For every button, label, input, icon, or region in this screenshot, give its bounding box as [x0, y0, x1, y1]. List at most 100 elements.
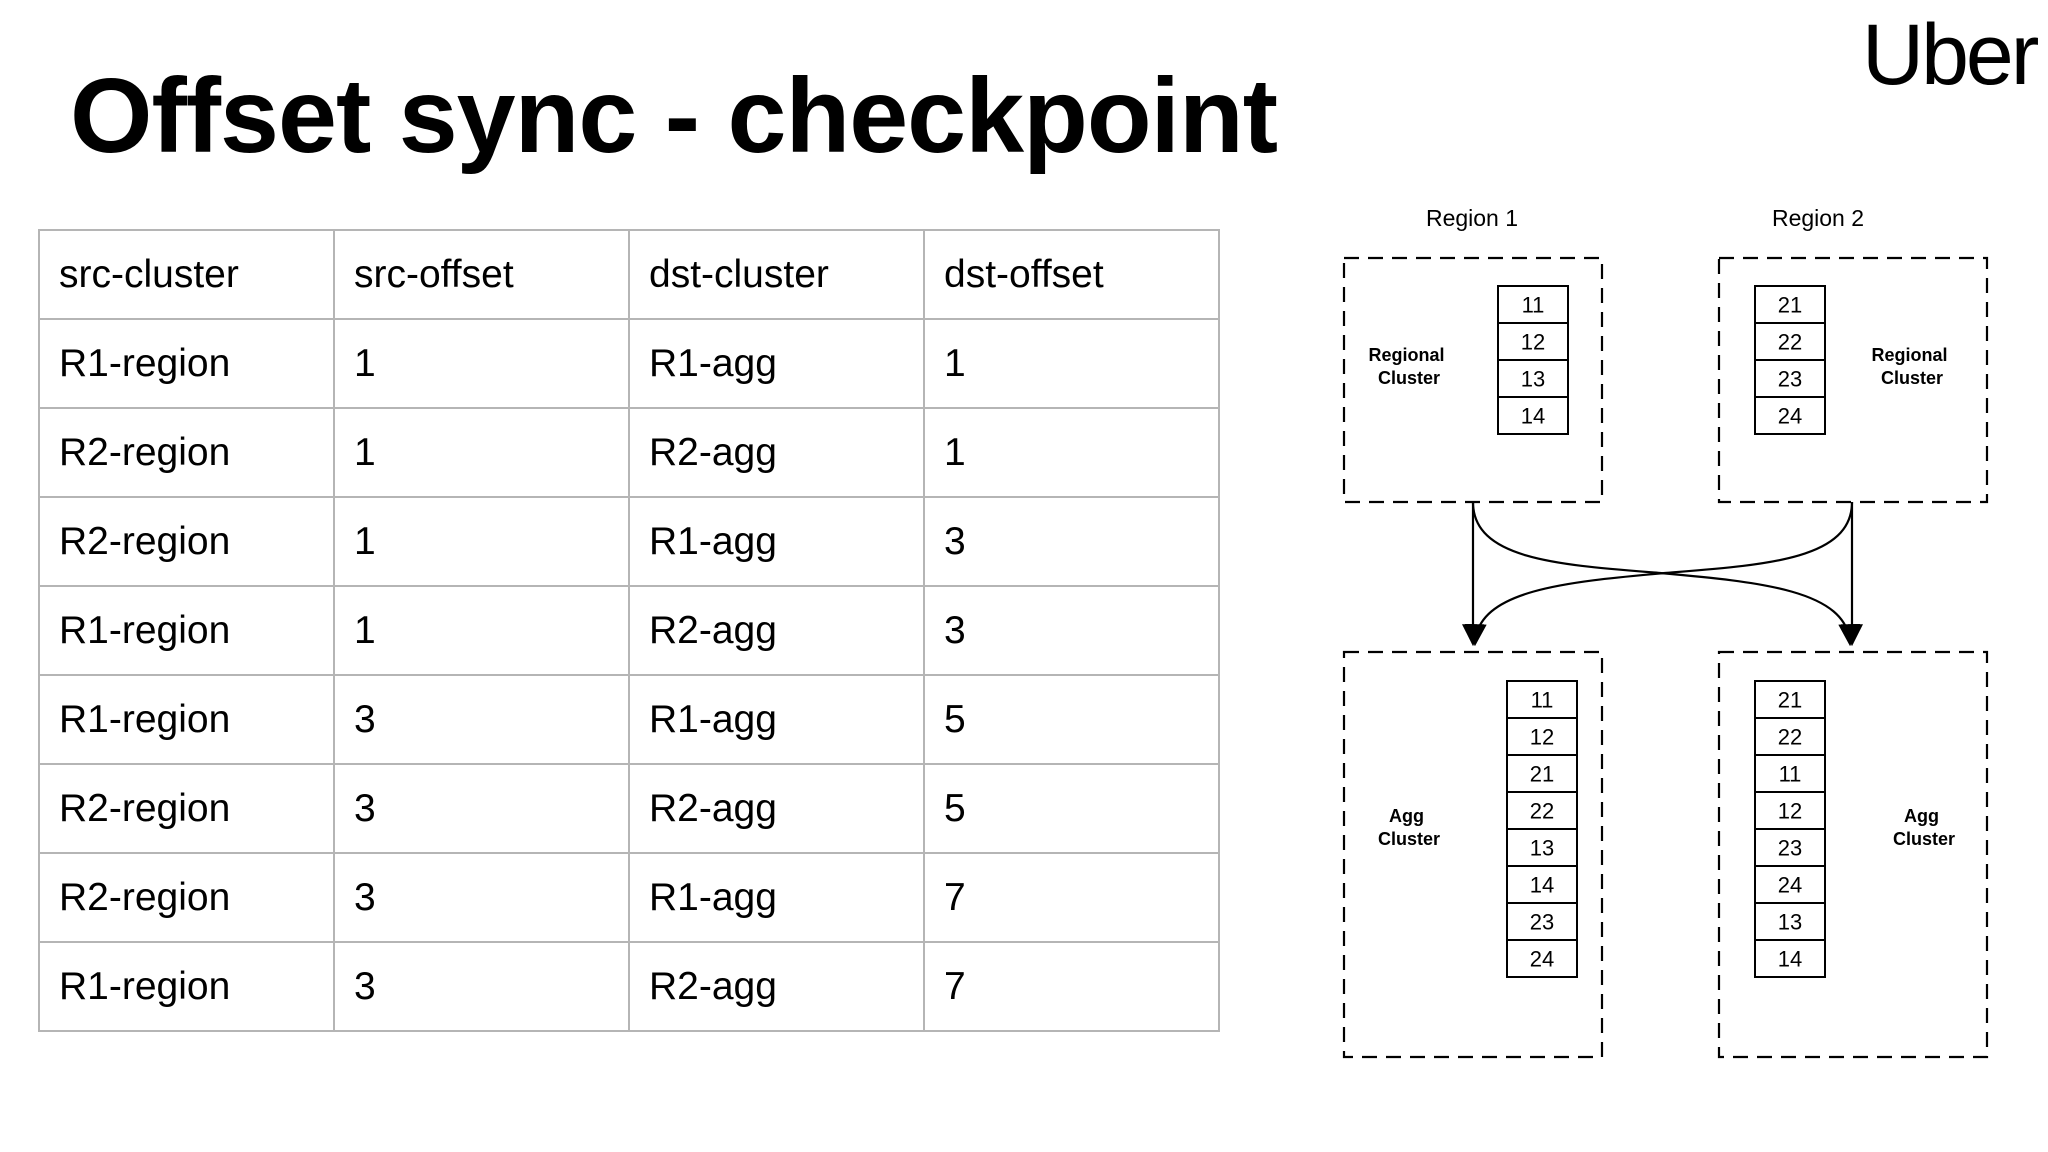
region-2-agg-cluster-box — [1717, 650, 1989, 1059]
cell-src-cluster: R1-region — [38, 585, 335, 676]
region-1-regional-partition-stack: 11 12 13 14 — [1497, 285, 1569, 435]
region-1-agg-cluster-label: Agg Cluster — [1378, 806, 1440, 849]
cell-dst-cluster: R1-agg — [628, 318, 925, 409]
partition-cell — [1754, 396, 1826, 435]
cell-dst-offset: 5 — [923, 674, 1220, 765]
region-2-agg-cluster-label: Agg Cluster — [1893, 806, 1955, 849]
partition-label: 12 — [1521, 330, 1545, 355]
partition-cell — [1506, 902, 1578, 941]
region-1-regional-cluster-label: Regional Cluster — [1368, 345, 1449, 388]
region-2-regional-cluster-label-line2: Cluster — [1881, 368, 1943, 388]
cell-dst-offset: 7 — [923, 941, 1220, 1032]
cell-dst-cluster: R2-agg — [628, 585, 925, 676]
cell-dst-offset: 7 — [923, 852, 1220, 943]
offset-sync-table: src-cluster src-offset dst-cluster dst-o… — [38, 229, 1220, 1032]
cell-src-cluster: R2-region — [38, 496, 335, 587]
cell-src-offset: 1 — [333, 407, 630, 498]
partition-label: 21 — [1530, 762, 1554, 787]
cell-dst-cluster: R1-agg — [628, 496, 925, 587]
region-1-agg-partition-stack: 11 12 21 22 13 14 23 24 — [1506, 680, 1578, 978]
cell-src-offset: 1 — [333, 585, 630, 676]
partition-label: 23 — [1778, 836, 1802, 861]
cell-dst-cluster: R2-agg — [628, 763, 925, 854]
table-row: R1-region 1 R1-agg 1 — [38, 318, 1220, 409]
partition-label: 14 — [1521, 404, 1545, 429]
cell-src-offset: 1 — [333, 318, 630, 409]
region-1-agg-cluster-label-line2: Cluster — [1378, 829, 1440, 849]
partition-cell — [1754, 754, 1826, 793]
partition-cell — [1506, 939, 1578, 978]
uber-logo: Uber — [1862, 7, 2039, 103]
partition-cell — [1754, 865, 1826, 904]
partition-label: 11 — [1531, 688, 1554, 713]
cell-src-cluster: R2-region — [38, 852, 335, 943]
partition-label: 21 — [1778, 293, 1802, 318]
region-2-regional-cluster-box — [1717, 256, 1989, 504]
slide-title: Offset sync - checkpoint — [70, 57, 1278, 175]
region-1-regional-cluster-label-line1: Regional — [1368, 345, 1444, 365]
partition-cell — [1754, 902, 1826, 941]
partition-label: 11 — [1522, 293, 1545, 318]
table-row: R2-region 1 R1-agg 3 — [38, 496, 1220, 587]
region-1-label: Region 1 — [1426, 205, 1518, 231]
partition-cell — [1754, 285, 1826, 324]
partition-label: 22 — [1530, 799, 1554, 824]
partition-label: 11 — [1779, 762, 1802, 787]
partition-label: 13 — [1521, 367, 1545, 392]
header-dst-offset: dst-offset — [923, 229, 1220, 320]
partition-cell — [1754, 939, 1826, 978]
header-src-offset: src-offset — [333, 229, 630, 320]
table-row: R1-region 3 R1-agg 5 — [38, 674, 1220, 765]
cell-src-offset: 1 — [333, 496, 630, 587]
region-1-regional-cluster-label-line2: Cluster — [1378, 368, 1440, 388]
partition-label: 24 — [1530, 947, 1554, 972]
partition-label: 24 — [1778, 404, 1802, 429]
partition-cell — [1497, 396, 1569, 435]
header-src-cluster: src-cluster — [38, 229, 335, 320]
region-2-label: Region 2 — [1772, 205, 1864, 231]
table-row: R2-region 3 R1-agg 7 — [38, 852, 1220, 943]
partition-label: 12 — [1530, 725, 1554, 750]
cell-dst-cluster: R2-agg — [628, 407, 925, 498]
region-2-agg-cluster-label-line1: Agg — [1904, 806, 1939, 826]
partition-cell — [1506, 828, 1578, 867]
cell-src-offset: 3 — [333, 941, 630, 1032]
cell-src-cluster: R1-region — [38, 941, 335, 1032]
cell-dst-offset: 3 — [923, 496, 1220, 587]
cell-dst-cluster: R1-agg — [628, 852, 925, 943]
header-dst-cluster: dst-cluster — [628, 229, 925, 320]
cell-src-offset: 3 — [333, 674, 630, 765]
cell-dst-cluster: R1-agg — [628, 674, 925, 765]
table-header-row: src-cluster src-offset dst-cluster dst-o… — [38, 229, 1220, 320]
partition-label: 24 — [1778, 873, 1802, 898]
r2-regional-to-r1-agg-arrow — [1464, 501, 1854, 647]
cell-src-offset: 3 — [333, 852, 630, 943]
cell-dst-cluster: R2-agg — [628, 941, 925, 1032]
partition-label: 23 — [1530, 910, 1554, 935]
table-row: R1-region 3 R2-agg 7 — [38, 941, 1220, 1032]
cell-src-cluster: R1-region — [38, 674, 335, 765]
cell-dst-offset: 1 — [923, 407, 1220, 498]
region-1-agg-cluster-box — [1342, 650, 1604, 1059]
cell-src-cluster: R2-region — [38, 763, 335, 854]
cell-src-cluster: R2-region — [38, 407, 335, 498]
region-1-agg-cluster-label-line1: Agg — [1389, 806, 1424, 826]
partition-cell — [1754, 322, 1826, 361]
partition-label: 13 — [1778, 910, 1802, 935]
partition-label: 14 — [1530, 873, 1554, 898]
table-row: R1-region 1 R2-agg 3 — [38, 585, 1220, 676]
cell-dst-offset: 1 — [923, 318, 1220, 409]
partition-label: 21 — [1778, 688, 1802, 713]
partition-label: 22 — [1778, 725, 1802, 750]
partition-label: 14 — [1778, 947, 1802, 972]
cell-src-cluster: R1-region — [38, 318, 335, 409]
partition-cell — [1497, 285, 1569, 324]
partition-label: 13 — [1530, 836, 1554, 861]
cell-dst-offset: 3 — [923, 585, 1220, 676]
table-row: R2-region 1 R2-agg 1 — [38, 407, 1220, 498]
partition-cell — [1506, 754, 1578, 793]
region-2-regional-cluster-label-line1: Regional — [1871, 345, 1947, 365]
cell-dst-offset: 5 — [923, 763, 1220, 854]
